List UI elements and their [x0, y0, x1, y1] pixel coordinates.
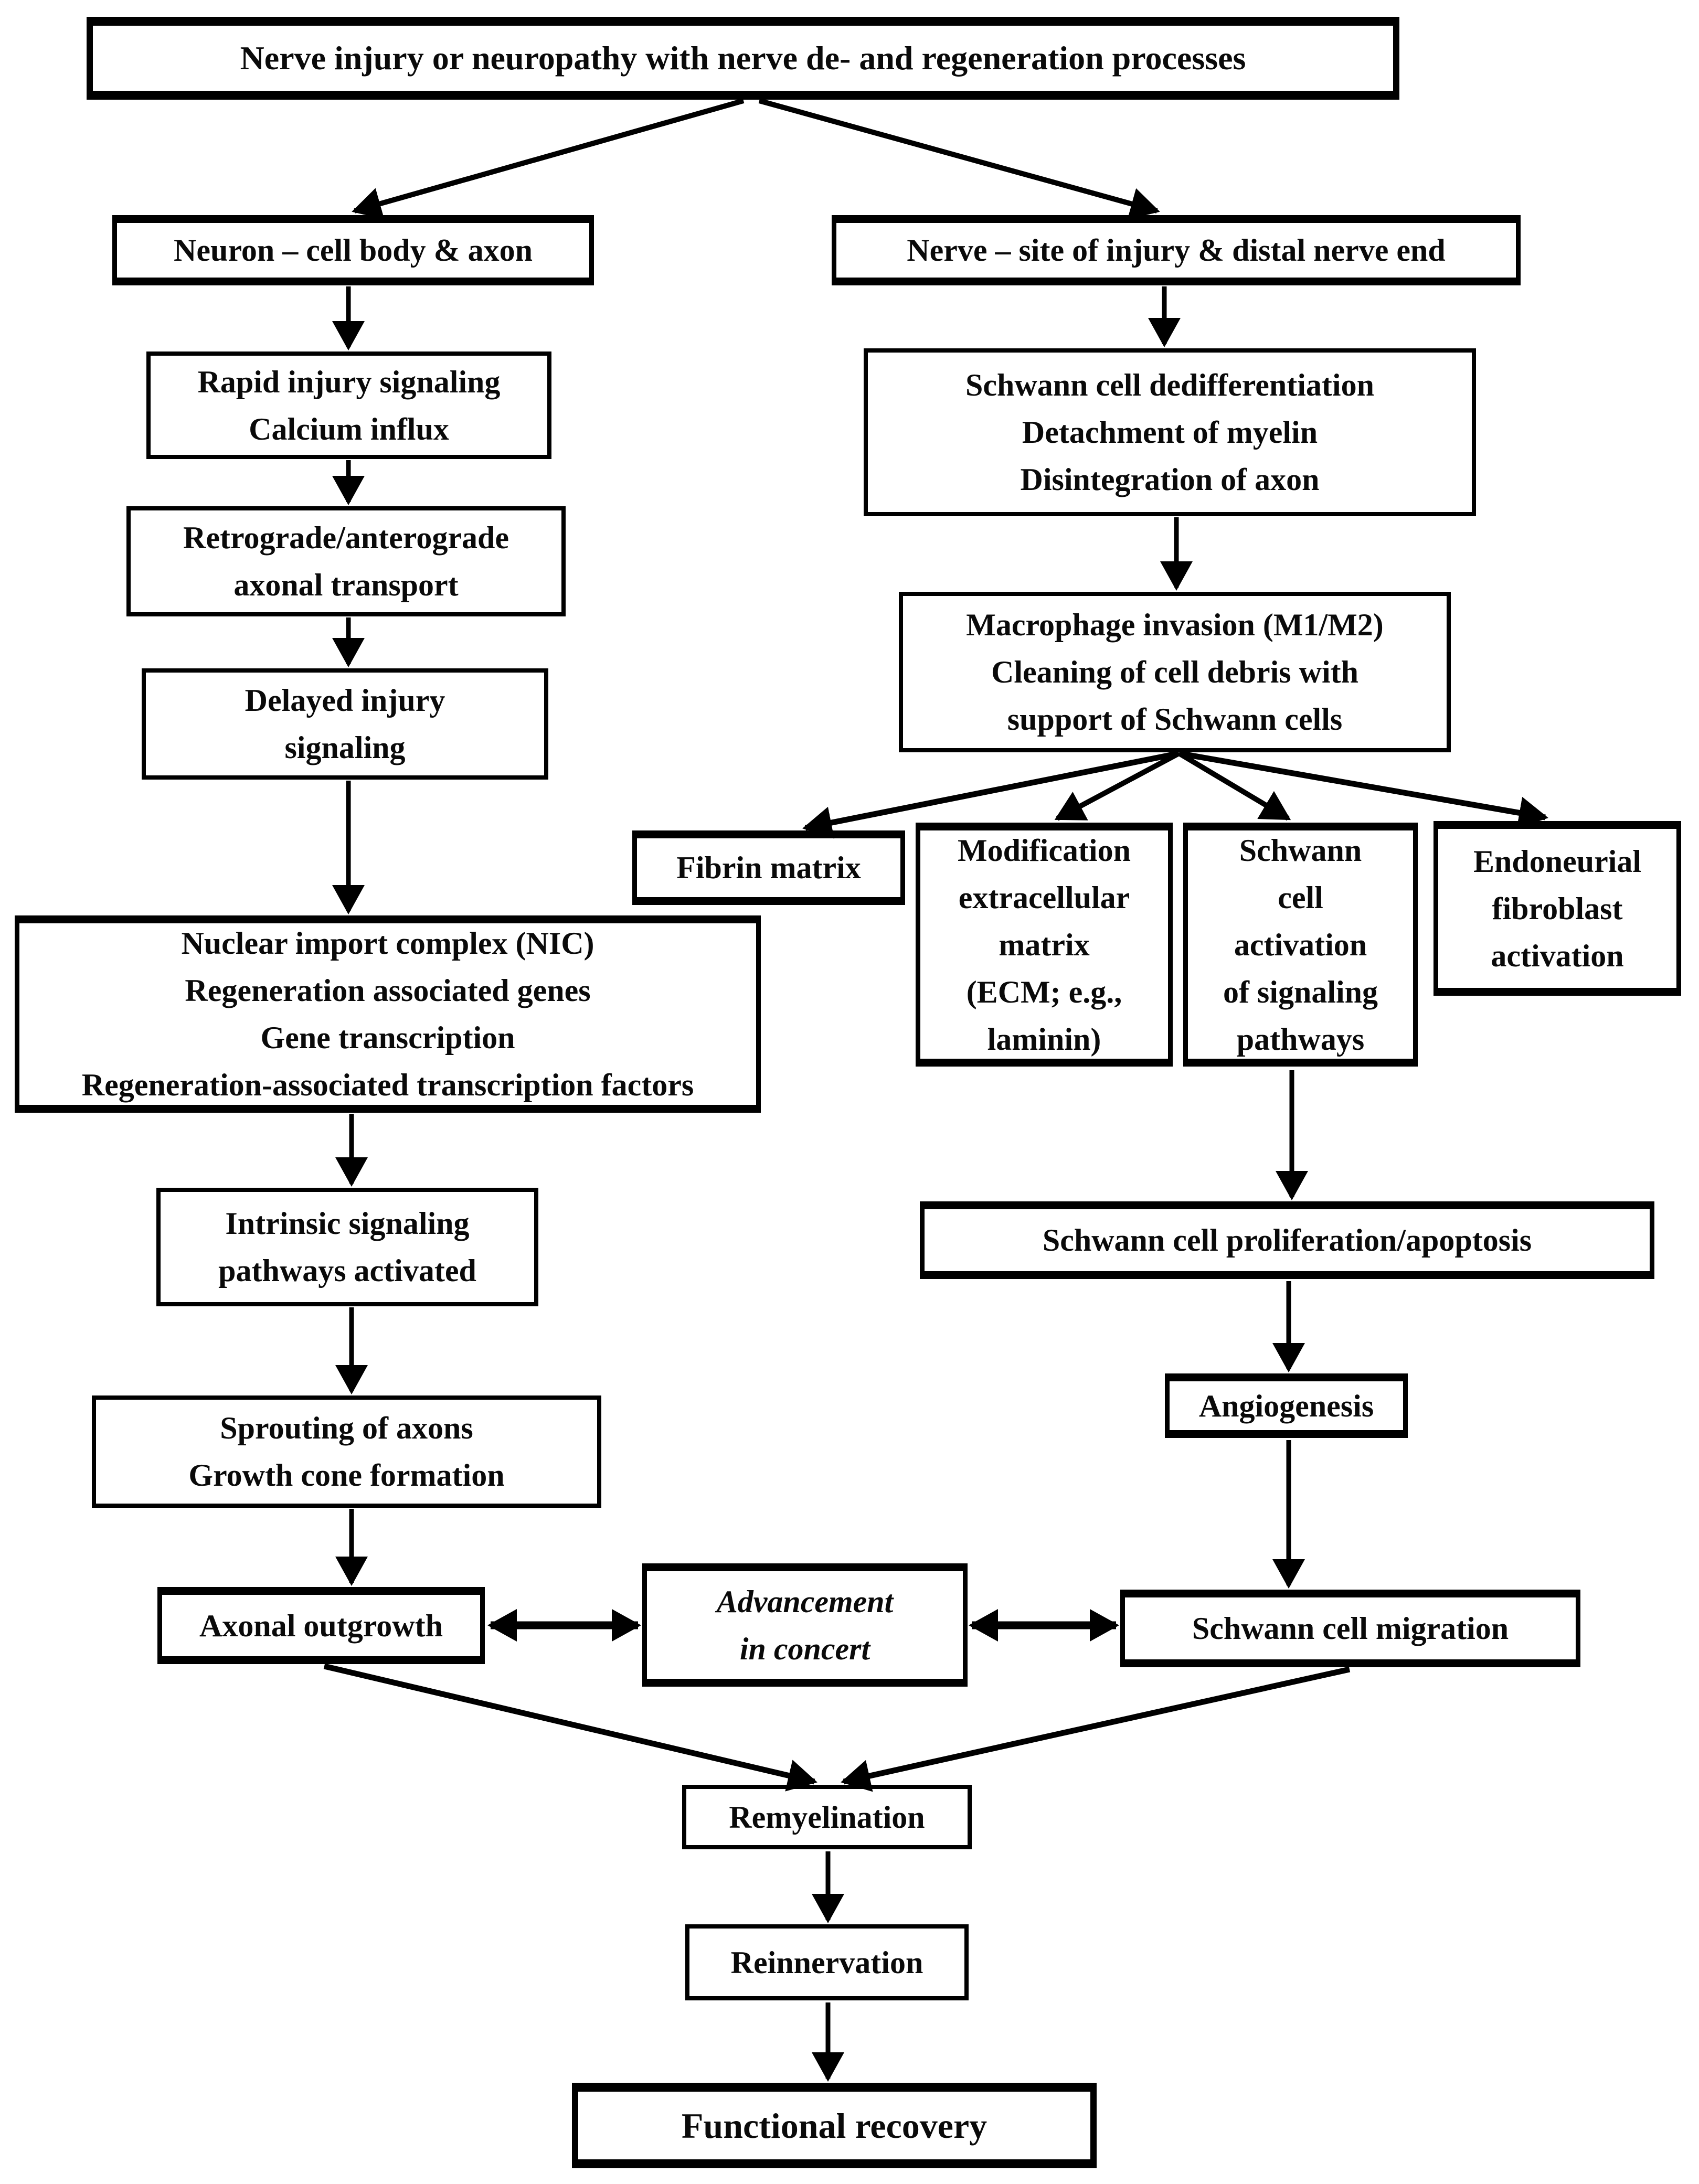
- node-functional-recovery: Functional recovery: [572, 2083, 1097, 2168]
- arrow-macrophage-to-ecm: [1054, 751, 1181, 821]
- arrow-title-to-neuron-header: [352, 98, 745, 220]
- node-angiogenesis: Angiogenesis: [1165, 1373, 1408, 1438]
- node-schwann-migration: Schwann cell migration: [1120, 1590, 1580, 1667]
- node-schwann-dedifferentiation: Schwann cell dedifferentiation Detachmen…: [864, 348, 1476, 516]
- node-axonal-outgrowth: Axonal outgrowth: [157, 1587, 485, 1664]
- node-advancement-in-concert: Advancement in concert: [642, 1563, 968, 1687]
- arrow-title-to-nerve-header: [758, 98, 1160, 220]
- node-reinnervation: Reinnervation: [685, 1924, 969, 2000]
- node-title: Nerve injury or neuropathy with nerve de…: [87, 17, 1399, 100]
- node-ecm-modification: Modification extracellular matrix (ECM; …: [916, 823, 1173, 1067]
- arrow-macrophage-to-endoneurial: [1178, 750, 1548, 829]
- node-delayed-injury-signaling: Delayed injury signaling: [142, 668, 548, 780]
- node-nuclear-import-complex: Nuclear import complex (NIC) Regeneratio…: [15, 915, 761, 1113]
- node-nerve-header: Nerve – site of injury & distal nerve en…: [832, 215, 1521, 285]
- node-sprouting-of-axons: Sprouting of axons Growth cone formation: [92, 1395, 601, 1508]
- node-schwann-proliferation: Schwann cell proliferation/apoptosis: [920, 1201, 1654, 1279]
- node-intrinsic-signaling: Intrinsic signaling pathways activated: [156, 1188, 538, 1306]
- node-rapid-injury-signaling: Rapid injury signaling Calcium influx: [146, 351, 551, 459]
- node-neuron-header: Neuron – cell body & axon: [112, 215, 594, 285]
- node-endoneurial-fibroblast: Endoneurial fibroblast activation: [1433, 821, 1681, 996]
- node-schwann-activation: Schwann cell activation of signaling pat…: [1183, 823, 1418, 1067]
- node-macrophage-invasion: Macrophage invasion (M1/M2) Cleaning of …: [899, 592, 1451, 752]
- node-fibrin-matrix: Fibrin matrix: [632, 830, 905, 905]
- node-axonal-transport: Retrograde/anterograde axonal transport: [126, 506, 566, 616]
- node-remyelination: Remyelination: [682, 1785, 972, 1849]
- arrow-macrophage-to-fibrin: [802, 750, 1180, 839]
- arrow-macrophage-to-schwann-activation: [1177, 751, 1291, 821]
